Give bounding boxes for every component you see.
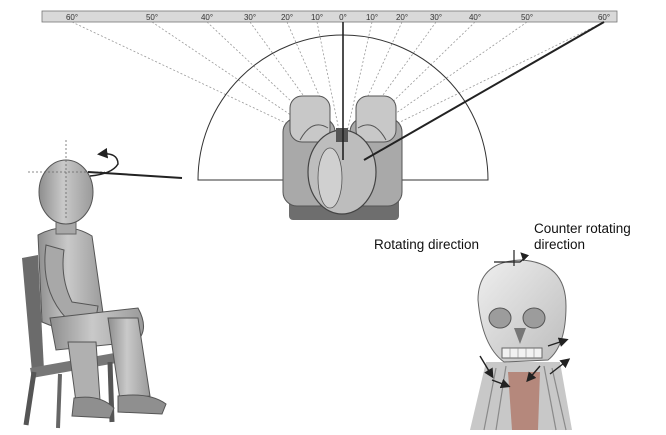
ruler-tick-label: 10° [366,13,378,22]
counter-rotating-direction-label-line1: Counter rotating [534,221,631,236]
ruler-tick-label: 50° [146,13,158,22]
seated-person-side-view [22,140,166,428]
ruler-tick-label: 20° [396,13,408,22]
counter-rotating-direction-label-line2: direction [534,237,585,252]
rotating-direction-label: Rotating direction [374,237,479,252]
ruler-tick-label: 10° [311,13,323,22]
head-rotation-arrow [88,154,182,178]
ruler-tick-label: 20° [281,13,293,22]
skull-front-view [470,250,572,430]
ruler-tick-label: 60° [66,13,78,22]
ruler-tick-label: 30° [244,13,256,22]
ruler-tick-label: 50° [521,13,533,22]
ruler-tick-label: 40° [201,13,213,22]
ruler-tick-label: 60° [598,13,610,22]
ruler-tick-label: 0° [339,13,347,22]
angle-ruler: 60° 50° 40° 30° 20° 10° 0° 10° 20° 30° 40° 50° 60° [42,11,617,22]
ruler-tick-label: 30° [430,13,442,22]
ruler-tick-label: 40° [469,13,481,22]
rotated-gaze-line [364,22,604,160]
